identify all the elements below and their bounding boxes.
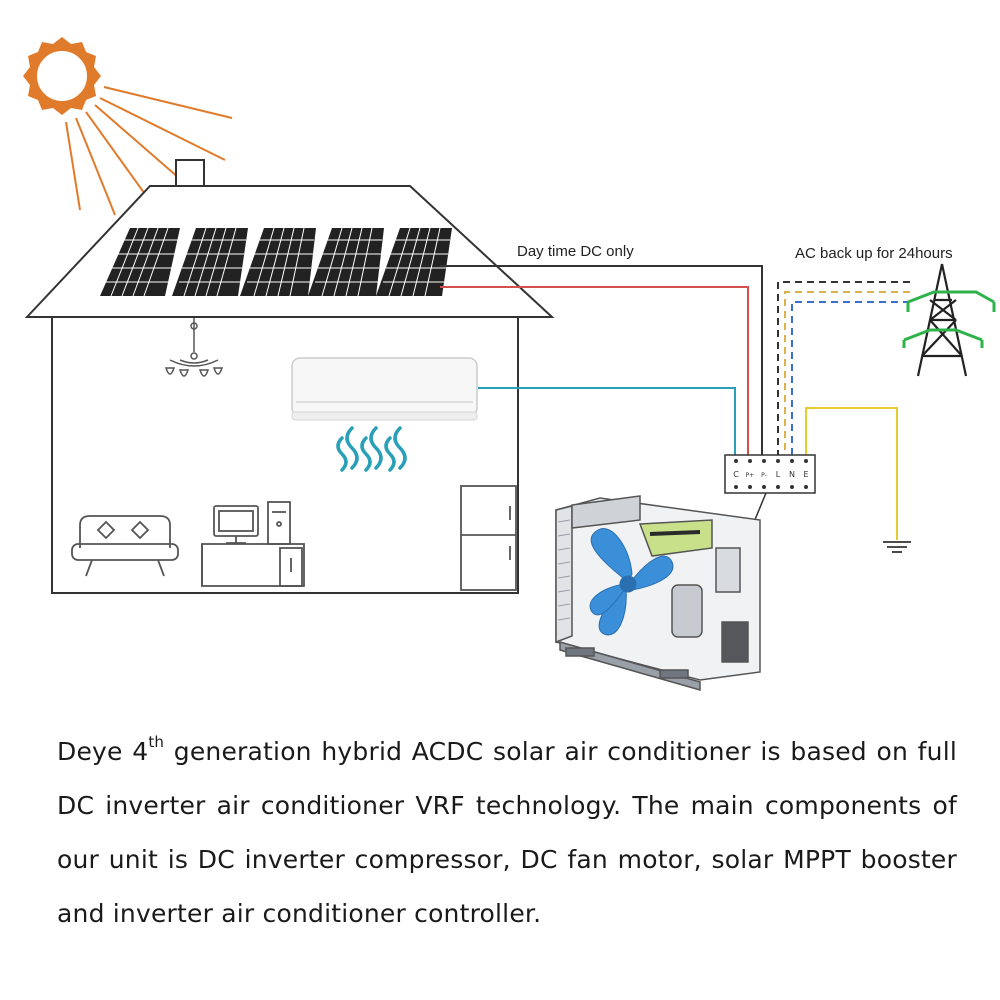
sun-rays (65, 86, 233, 223)
dc-negative-wire (440, 265, 763, 455)
indoor-ac-unit (291, 357, 478, 421)
solar-panel (240, 227, 316, 297)
caption-body: generation hybrid ACDC solar air conditi… (57, 737, 957, 928)
dc-positive-wire (440, 286, 749, 455)
mppt-board (638, 519, 713, 557)
solar-panel (172, 227, 248, 297)
terminal-label: L (776, 470, 781, 479)
terminal-label: N (789, 470, 795, 479)
refrigerator-icon (460, 485, 517, 591)
fan-blade-icon (589, 528, 674, 636)
power-tower-icon (902, 263, 996, 377)
solar-panel (376, 227, 452, 297)
chandelier-icon (164, 318, 224, 377)
caption-lead: Deye 4 (57, 737, 149, 766)
earth-wire (805, 407, 898, 540)
ac-grid-wires (777, 281, 910, 455)
solar-panel (308, 227, 384, 297)
solar-panel (100, 227, 180, 297)
terminal-label: P- (761, 472, 767, 479)
ground-icon (883, 541, 911, 553)
terminal-dots-bottom (734, 485, 808, 489)
daytime-dc-label: Day time DC only (517, 243, 634, 260)
communication-wire (478, 387, 736, 455)
caption-superscript: th (148, 733, 165, 751)
terminal-block: C P+ P- L N E (724, 454, 816, 494)
compressor (671, 584, 703, 638)
solar-panel-array (100, 227, 452, 297)
electrical-box (721, 621, 749, 663)
outdoor-unit (555, 495, 761, 691)
terminal-label: C (733, 470, 739, 479)
description-paragraph: Deye 4th generation hybrid ACDC solar ai… (57, 725, 957, 941)
dc-wires (440, 265, 763, 455)
sofa-icon (71, 515, 179, 577)
sun-icon (23, 37, 233, 223)
controller-box (715, 547, 741, 593)
airflow-icon (336, 426, 407, 472)
control-box (571, 495, 641, 529)
computer-desk-icon (201, 501, 305, 587)
terminal-label: E (803, 470, 808, 479)
ac-backup-label: AC back up for 24hours (795, 245, 953, 262)
terminal-dots-top (734, 459, 808, 463)
terminal-label: P+ (746, 472, 755, 479)
solar-ac-diagram: C P+ P- L N E Day time DC only A (23, 37, 996, 691)
